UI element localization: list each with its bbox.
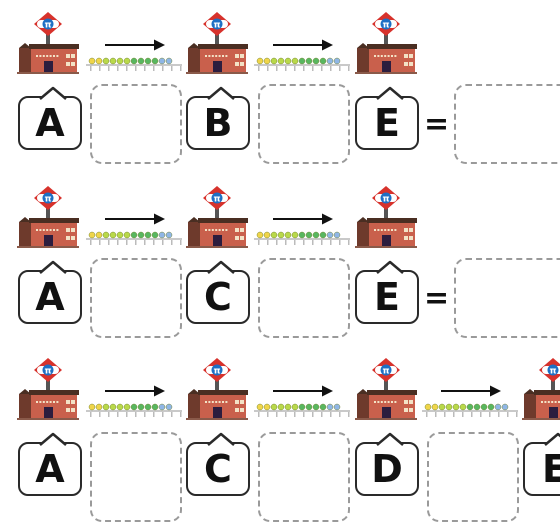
station-letter: E [542, 447, 560, 491]
station-letter-box: B [186, 86, 250, 150]
station-icon: π [186, 184, 248, 248]
station-letter: A [35, 101, 65, 145]
svg-text:π: π [44, 367, 51, 377]
answer-box[interactable] [454, 84, 560, 164]
train-track [86, 402, 182, 418]
station-letter-box: E [355, 260, 419, 324]
train-track [254, 402, 350, 418]
answer-box[interactable] [258, 84, 350, 164]
right-arrow-icon [441, 382, 501, 397]
svg-text:π: π [44, 195, 51, 205]
svg-text:π: π [44, 21, 51, 31]
svg-text:π: π [213, 21, 220, 31]
svg-text:π: π [382, 21, 389, 31]
svg-text:π: π [213, 195, 220, 205]
svg-text:π: π [382, 195, 389, 205]
station-icon: π [355, 10, 417, 74]
station-letter-box: C [186, 260, 250, 324]
station-icon: π [522, 356, 560, 420]
station-letter-box: E [523, 432, 560, 496]
equals-sign: = [424, 107, 450, 142]
right-arrow-icon [273, 210, 333, 225]
right-arrow-icon [105, 210, 165, 225]
train-track [254, 230, 350, 246]
station-letter: C [204, 275, 232, 319]
answer-box[interactable] [258, 258, 350, 338]
train-track [86, 230, 182, 246]
answer-box[interactable] [90, 84, 182, 164]
station-letter: B [203, 101, 233, 145]
answer-box[interactable] [427, 432, 519, 522]
station-letter-box: A [18, 260, 82, 324]
station-letter-box: C [186, 432, 250, 496]
station-letter: E [374, 101, 400, 145]
station-letter: D [371, 447, 403, 491]
equals-sign: = [424, 281, 450, 316]
station-letter: C [204, 447, 232, 491]
station-icon: π [355, 356, 417, 420]
train-track [422, 402, 518, 418]
right-arrow-icon [273, 36, 333, 51]
station-icon: π [186, 10, 248, 74]
station-letter-box: A [18, 432, 82, 496]
station-letter-box: D [355, 432, 419, 496]
station-letter: E [374, 275, 400, 319]
train-track [86, 56, 182, 72]
right-arrow-icon [273, 382, 333, 397]
station-letter: A [35, 275, 65, 319]
station-letter-box: E [355, 86, 419, 150]
station-letter-box: A [18, 86, 82, 150]
answer-box[interactable] [454, 258, 560, 338]
svg-text:π: π [382, 367, 389, 377]
answer-box[interactable] [90, 258, 182, 338]
station-icon: π [186, 356, 248, 420]
answer-box[interactable] [90, 432, 182, 522]
station-icon: π [17, 184, 79, 248]
answer-box[interactable] [258, 432, 350, 522]
station-icon: π [17, 10, 79, 74]
station-letter: A [35, 447, 65, 491]
train-track [254, 56, 350, 72]
svg-text:π: π [213, 367, 220, 377]
station-icon: π [17, 356, 79, 420]
svg-text:π: π [549, 367, 556, 377]
station-icon: π [355, 184, 417, 248]
right-arrow-icon [105, 36, 165, 51]
right-arrow-icon [105, 382, 165, 397]
